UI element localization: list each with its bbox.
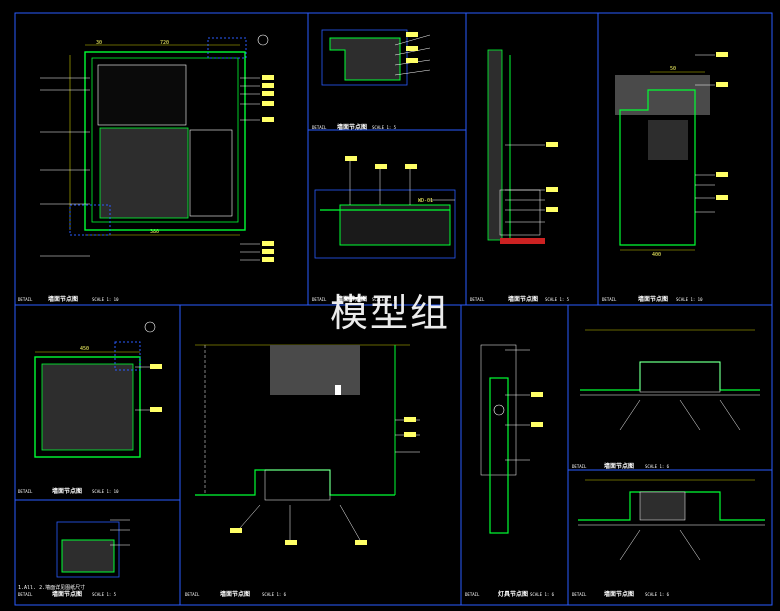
dim-label: 50 bbox=[670, 66, 676, 72]
panel-title: 墙面节点图 bbox=[337, 295, 367, 303]
detail-panel-2 bbox=[321, 29, 431, 86]
panel-title: 墙面节点图 bbox=[604, 462, 634, 470]
detail-panel-6: 450 bbox=[34, 321, 162, 458]
panel-tag: DETAIL bbox=[312, 297, 327, 302]
detail-panel-7 bbox=[56, 519, 130, 578]
panel-scale: SCALE 1: 10 bbox=[92, 297, 119, 302]
dim-label: 720 bbox=[160, 40, 169, 46]
panel-title: 墙面节点图 bbox=[48, 295, 78, 303]
detail-panel-9 bbox=[480, 344, 543, 534]
panel-scale: SCALE 1: 5 bbox=[92, 592, 117, 597]
panel-scale: SCALE 1: 5 bbox=[372, 125, 397, 130]
detail-panel-3 bbox=[314, 156, 456, 259]
dim-label: 380 bbox=[150, 229, 159, 235]
detail-panel-1: 30 720 380 bbox=[40, 34, 274, 262]
panel-tag: DETAIL bbox=[185, 592, 200, 597]
panel-scale: SCALE 1: 6 bbox=[645, 592, 670, 597]
detail-panel-10 bbox=[580, 329, 760, 431]
panel-title: 墙面节点图 bbox=[508, 295, 538, 303]
panel-title: 墙面节点图 bbox=[220, 590, 250, 598]
panel-scale: SCALE 1: 6 bbox=[645, 464, 670, 469]
panel-tag: DETAIL bbox=[18, 489, 33, 494]
panel-title: 灯具节点图 bbox=[498, 590, 528, 598]
detail-panel-8 bbox=[195, 344, 420, 545]
callout-code: WD-01 bbox=[418, 198, 433, 204]
panel-scale: SCALE 1: 6 bbox=[262, 592, 287, 597]
panel-tag: DETAIL bbox=[572, 464, 587, 469]
detail-panel-5: 400 50 bbox=[615, 52, 728, 258]
panel-tag: DETAIL bbox=[18, 592, 33, 597]
panel-title: 墙面节点图 bbox=[604, 590, 634, 598]
panel-scale: SCALE 1: 5 bbox=[545, 297, 570, 302]
panel-title: 墙面节点图 bbox=[638, 295, 668, 303]
panel-title: 墙面节点图 bbox=[337, 123, 367, 131]
dim-label: 30 bbox=[96, 40, 102, 46]
dim-label: 450 bbox=[80, 346, 89, 352]
panel-scale: SCALE 1: 10 bbox=[676, 297, 703, 302]
panel-scale: SCALE 1: 10 bbox=[92, 489, 119, 494]
panel-title-blocks: DETAIL 墙面节点图 SCALE 1: 10 DETAIL 墙面节点图 SC… bbox=[18, 123, 703, 598]
panel-title: 墙面节点图 bbox=[52, 487, 82, 495]
panel-tag: DETAIL bbox=[602, 297, 617, 302]
panel-scale: SCALE 1: 6 bbox=[530, 592, 555, 597]
panel-tag: DETAIL bbox=[470, 297, 485, 302]
panel-title: 墙面节点图 bbox=[52, 590, 82, 598]
panel-scale: SCALE 1: 5 bbox=[372, 297, 397, 302]
panel-tag: DETAIL bbox=[572, 592, 587, 597]
sheet-note: 1.All. 2.墙面详见图纸尺寸 bbox=[18, 584, 85, 591]
detail-panel-4 bbox=[487, 49, 558, 244]
panel-tag: DETAIL bbox=[18, 297, 33, 302]
detail-panel-11 bbox=[578, 479, 765, 561]
sheet-frame bbox=[14, 12, 773, 606]
panel-tag: DETAIL bbox=[312, 125, 327, 130]
panel-tag: DETAIL bbox=[465, 592, 480, 597]
dim-label: 400 bbox=[652, 252, 661, 258]
